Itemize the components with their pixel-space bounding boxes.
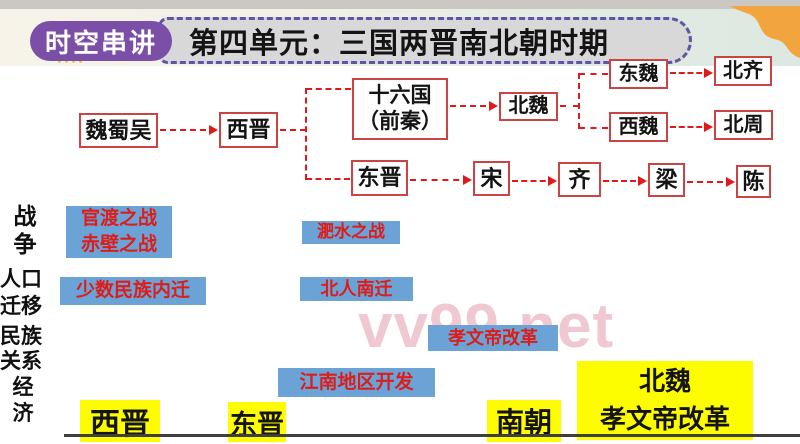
period-beiwei-reform: 北魏 孝文帝改革 <box>577 361 753 440</box>
flow-node-chen: 陈 <box>736 165 771 198</box>
flow-node-weishuwu: 魏蜀吴 <box>79 113 158 148</box>
connector-xijin-branch-vertical <box>305 88 307 180</box>
arrow-song-to-qi <box>512 176 557 186</box>
flow-node-dongwei: 东魏 <box>609 59 668 89</box>
flow-node-beiqi: 北齐 <box>714 56 772 86</box>
row-label-ethnic-relations: 民族 关系 <box>0 325 42 373</box>
connector-to-dongjin <box>306 178 350 180</box>
arrow-dongjin-to-song <box>410 175 472 185</box>
flow-node-beizhou: 北周 <box>714 110 773 140</box>
arrow-dongwei-to-beiqi <box>670 68 713 78</box>
arrow-xiwei-to-beizhou <box>670 122 713 132</box>
highlight-minority-inward: 少数民族内迁 <box>60 277 206 305</box>
flow-node-liang: 梁 <box>648 163 685 197</box>
highlight-jiangnan-development: 江南地区开发 <box>278 368 435 397</box>
arrow-qi-to-liang <box>603 176 647 186</box>
arrow-weishuwu-to-xijin <box>160 125 218 135</box>
top-strip-decoration <box>0 0 800 9</box>
flow-node-qi: 齐 <box>558 162 601 197</box>
row-label-war: 战 争 <box>13 203 37 258</box>
arrow-liang-to-chen <box>687 177 735 187</box>
connector-to-xiwei <box>579 127 608 129</box>
connector-beiwei-branch-vertical <box>578 73 580 129</box>
connector-beiwei-stub <box>560 105 579 107</box>
highlight-northerners-south: 北人南迁 <box>300 277 413 301</box>
connector-xijin-stub <box>280 129 306 131</box>
connector-to-dongwei <box>579 73 608 75</box>
section-badge: 时空串讲 <box>30 21 172 61</box>
bottom-rule <box>64 434 800 437</box>
flow-node-song: 宋 <box>473 161 510 196</box>
unit-title: 第四单元：三国两晋南北朝时期 <box>189 27 610 60</box>
corner-blob-decoration <box>730 6 800 58</box>
flow-node-xijin: 西晋 <box>219 112 278 148</box>
highlight-feishui: 淝水之战 <box>302 221 400 244</box>
arrow-shiliuguo-to-beiwei <box>450 101 498 111</box>
connector-to-shiliuguo <box>306 88 351 90</box>
unit-header: 第四单元：三国两晋南北朝时期 <box>158 17 692 64</box>
flow-node-beiwei: 北魏 <box>499 92 558 121</box>
flow-node-xiwei: 西魏 <box>609 112 668 142</box>
flow-node-shiliuguo: 十六国 （前秦） <box>352 78 448 140</box>
highlight-xiaowendi-reform: 孝文帝改革 <box>428 325 558 351</box>
row-label-migration: 人口 迁移 <box>0 268 42 319</box>
flow-node-dongjin: 东晋 <box>351 160 408 196</box>
row-label-economy: 经 济 <box>12 376 34 425</box>
highlight-guandu-chibi: 官渡之战 赤壁之战 <box>66 206 172 258</box>
